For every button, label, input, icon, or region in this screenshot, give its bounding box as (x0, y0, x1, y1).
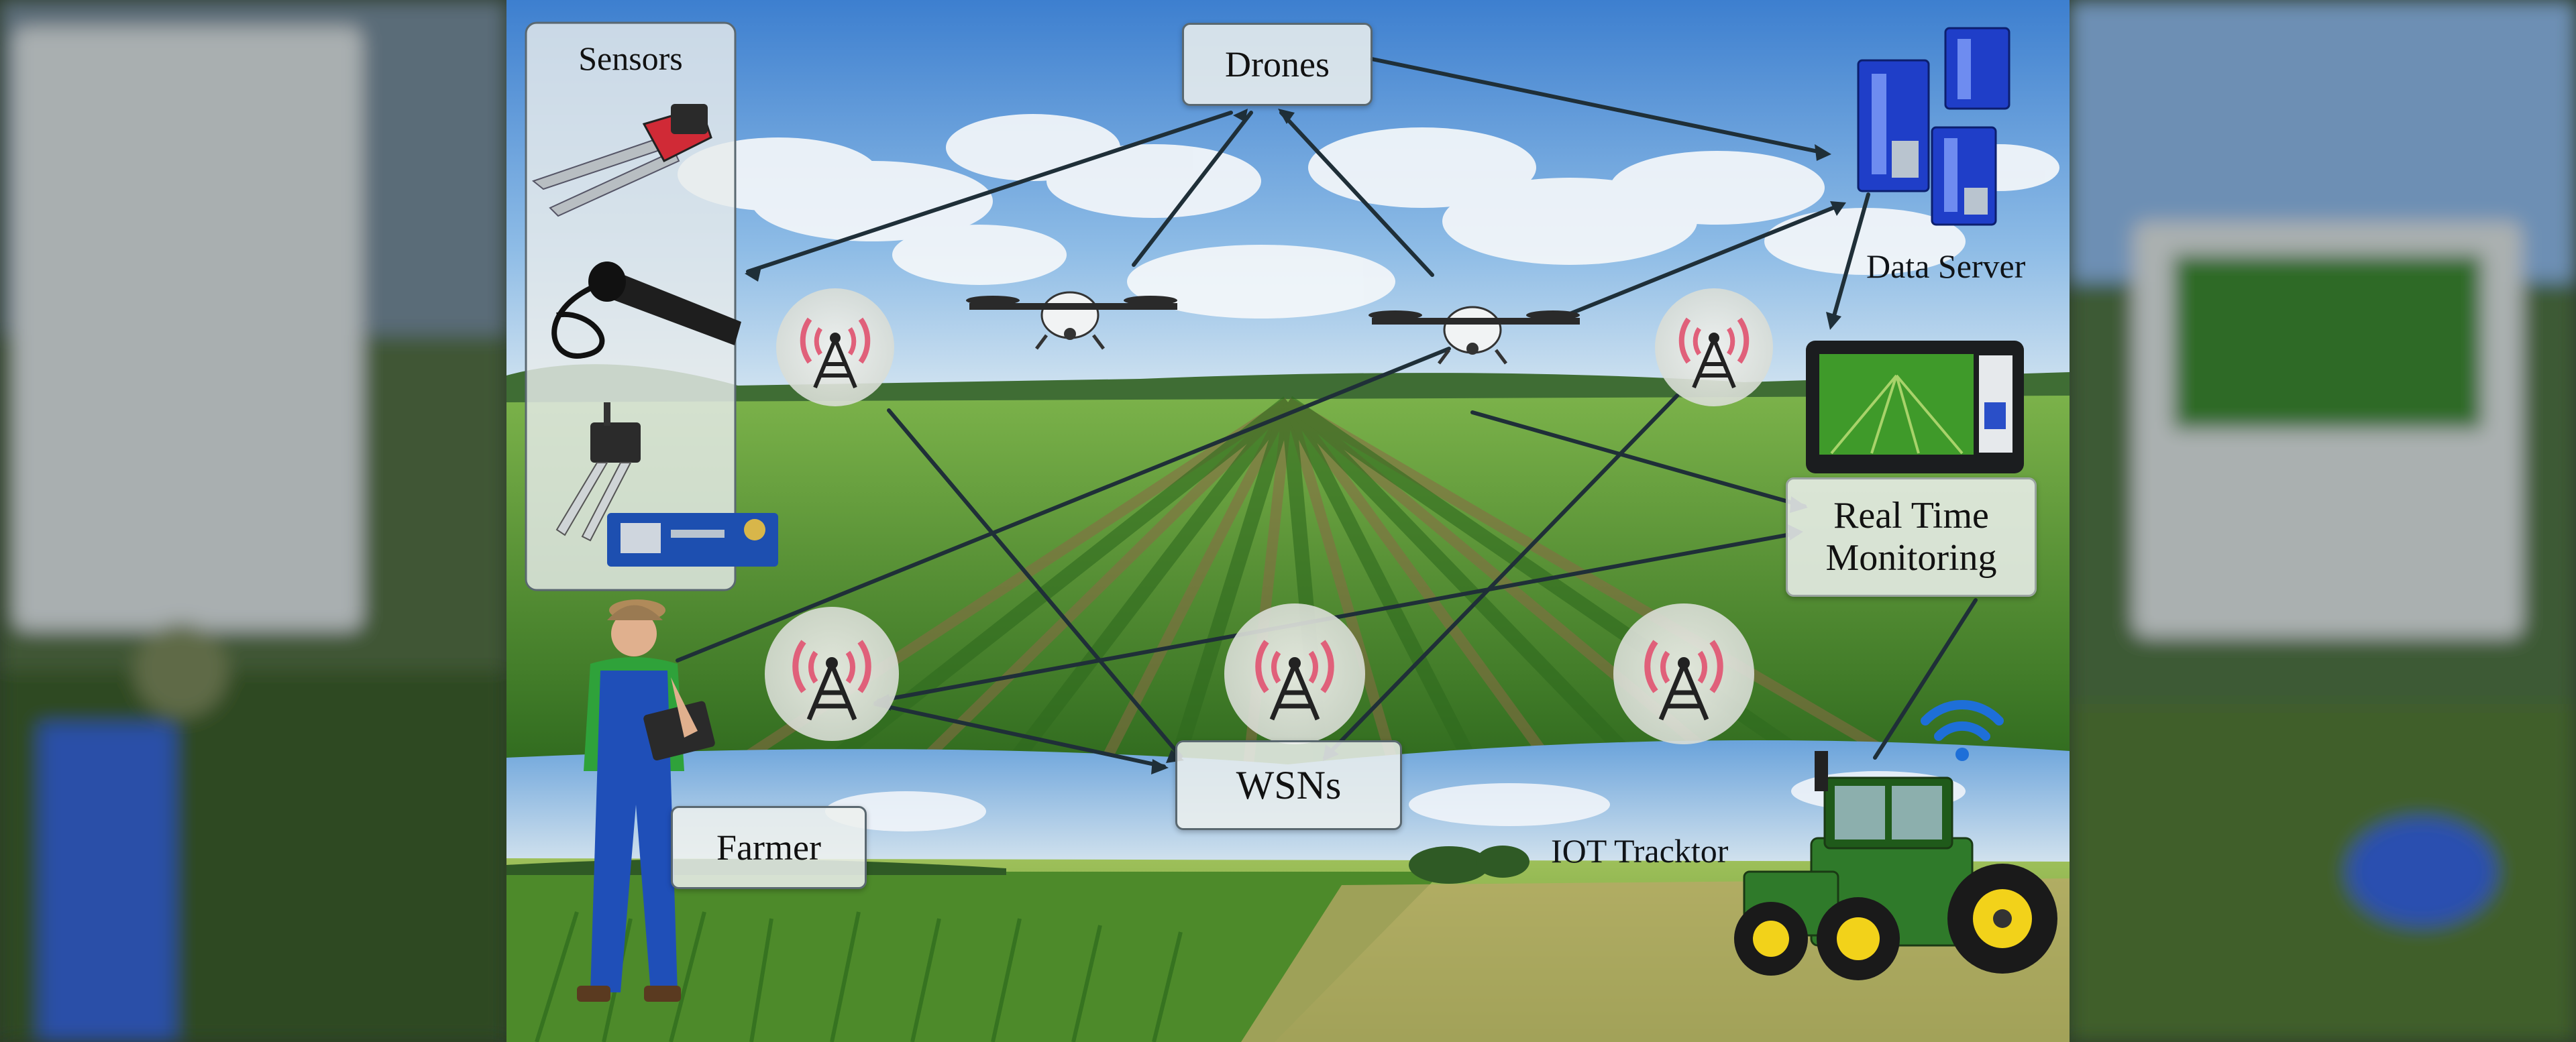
wifi-icon (1921, 699, 2004, 761)
iot-tractor-label-text: IOT Tracktor (1551, 832, 1729, 870)
drone-icon-left (966, 291, 1177, 350)
real-time-monitoring-line2: Monitoring (1825, 537, 1997, 579)
farmer-figure (577, 599, 715, 1002)
sensors-panel (525, 21, 778, 591)
drone-icon-right (1368, 306, 1580, 365)
wireless-antenna-icon (765, 607, 899, 741)
sensors-label-text: Sensors (578, 40, 683, 77)
farmer-label: Farmer (671, 806, 867, 889)
drones-label-text: Drones (1225, 44, 1330, 84)
connector-lines (676, 57, 1978, 768)
drones-label: Drones (1182, 23, 1373, 106)
moisture-sensor-icon (555, 402, 778, 567)
wsn-nodes (765, 288, 1773, 744)
sensors-label: Sensors (537, 34, 724, 83)
blurred-side-right (2070, 0, 2576, 1042)
soil-probe-icon (531, 104, 712, 217)
data-server-label-text: Data Server (1866, 247, 2026, 285)
server-rack-icon (1857, 27, 2010, 226)
farmer-label-text: Farmer (716, 827, 821, 868)
wireless-antenna-icon (1655, 288, 1773, 406)
real-time-monitoring-label: Real Time Monitoring (1786, 477, 2037, 597)
tractor-icon (1734, 751, 2057, 980)
iot-tractor-label: IOT Tracktor (1551, 831, 1728, 870)
wireless-antenna-icon (1613, 603, 1754, 744)
real-time-monitoring-line1: Real Time (1833, 495, 1989, 537)
data-server-label: Data Server (1866, 247, 2025, 286)
wsns-label: WSNs (1175, 740, 1402, 830)
monitoring-tablet-icon (1806, 341, 2024, 473)
wsns-label-text: WSNs (1236, 762, 1342, 807)
wireless-antenna-icon (776, 288, 894, 406)
blurred-side-left (0, 0, 506, 1042)
wireless-antenna-icon (1224, 603, 1365, 744)
handheld-sensor-icon (551, 262, 741, 359)
